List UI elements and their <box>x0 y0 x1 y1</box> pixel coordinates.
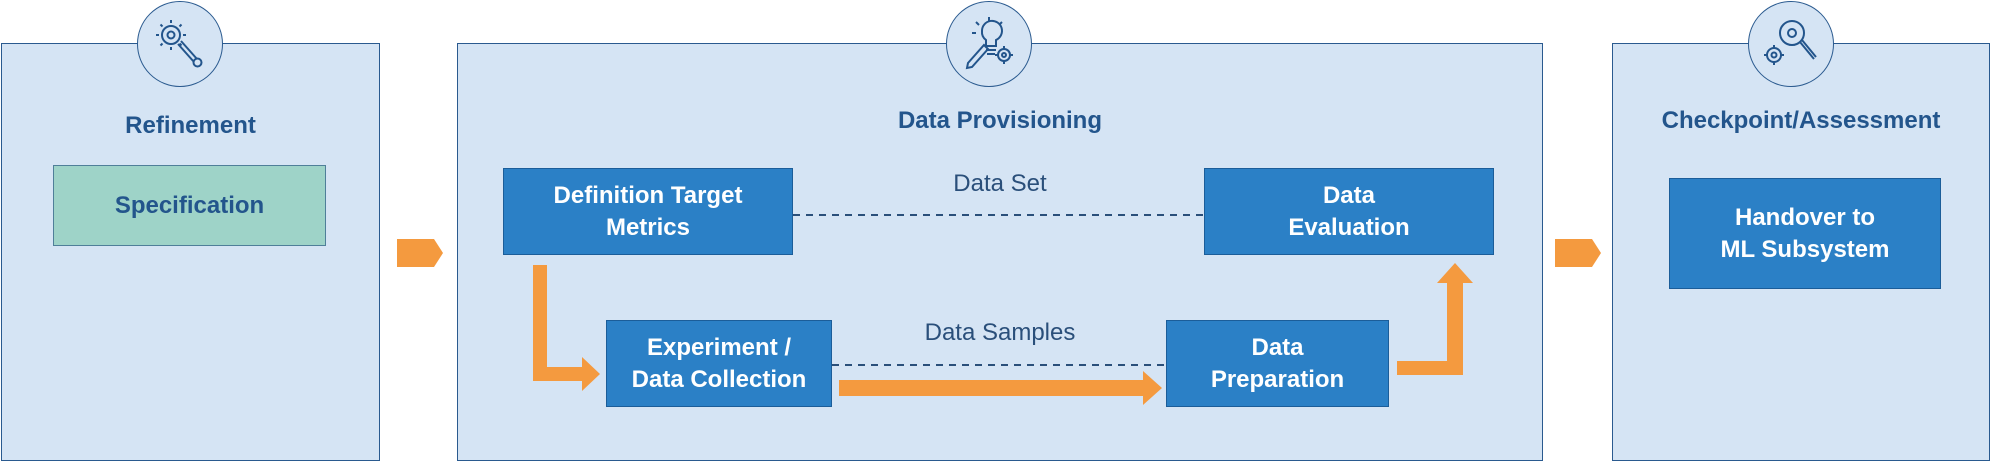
experiment-data-collection-box: Experiment / Data Collection <box>606 320 832 407</box>
arrow-experiment-to-preparation <box>839 371 1162 405</box>
arrow-definition-to-experiment <box>533 265 600 391</box>
specification-box: Specification <box>53 165 326 246</box>
handover-ml-subsystem-box: Handover to ML Subsystem <box>1669 178 1941 289</box>
data-set-label: Data Set <box>953 170 1047 197</box>
chevron-arrow-refinement-to-provisioning <box>397 239 443 267</box>
refinement-panel: Refinement <box>1 43 380 461</box>
refinement-title: Refinement <box>125 112 256 139</box>
data-preparation-box: Data Preparation <box>1166 320 1389 407</box>
definition-target-metrics-box: Definition Target Metrics <box>503 168 793 255</box>
arrow-preparation-to-evaluation <box>1397 263 1473 375</box>
data-samples-label: Data Samples <box>924 319 1076 346</box>
magnifier-gear-icon <box>1748 1 1834 87</box>
wrench-gear-icon <box>137 1 223 87</box>
data-provisioning-title: Data Provisioning <box>897 107 1103 134</box>
data-evaluation-box: Data Evaluation <box>1204 168 1494 255</box>
checkpoint-assessment-title: Checkpoint/Assessment <box>1661 107 1941 134</box>
lightbulb-pencil-gear-icon <box>946 1 1032 87</box>
chevron-arrow-provisioning-to-checkpoint <box>1555 239 1601 267</box>
